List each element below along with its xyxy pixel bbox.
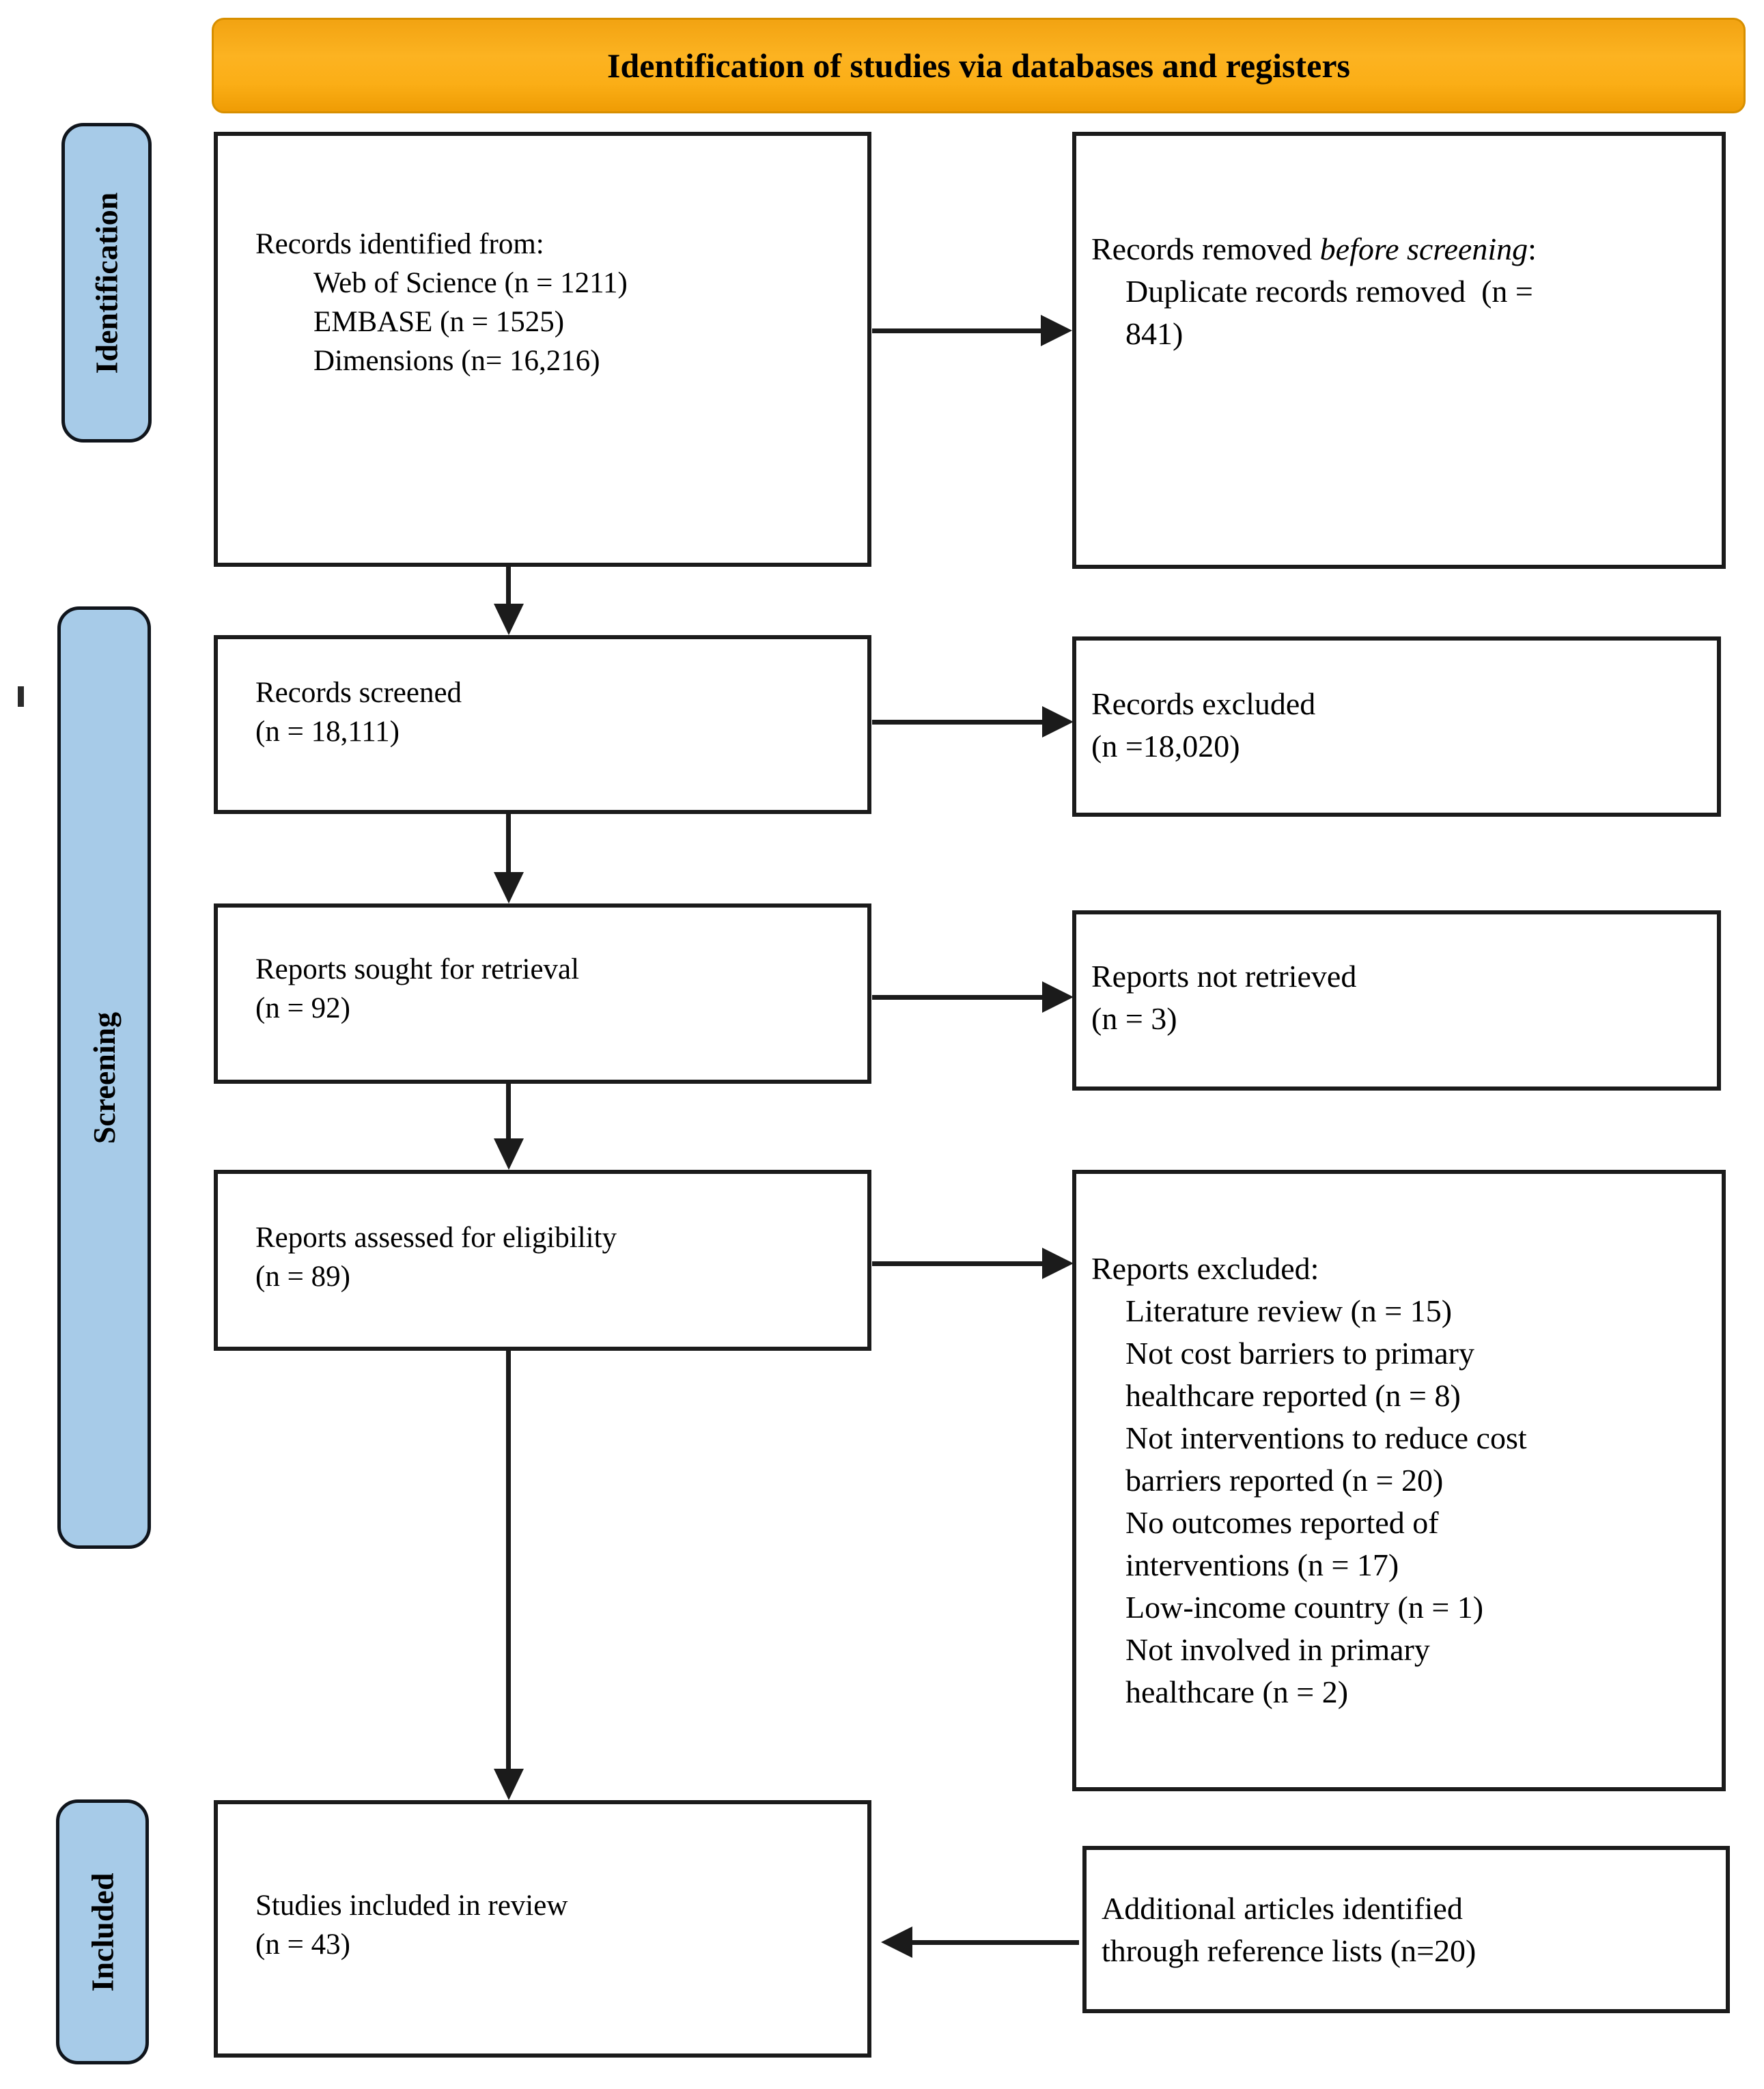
box-text-line: Reports excluded: bbox=[1091, 1251, 1319, 1286]
box-text-line: Not involved in primary bbox=[1125, 1632, 1430, 1667]
arrow-assessed-to-excluded-head bbox=[1042, 1248, 1074, 1279]
box-text-line: (n = 43) bbox=[255, 1929, 350, 1961]
box-reports-excluded-reasons: Reports excluded: Literature review (n =… bbox=[1072, 1170, 1726, 1791]
box-text-line: Studies included in review bbox=[255, 1890, 568, 1922]
arrow-sought-to-notretrieved-line bbox=[872, 995, 1046, 1000]
box-text-line: through reference lists (n=20) bbox=[1102, 1933, 1476, 1968]
box-text-line: (n = 3) bbox=[1091, 1001, 1177, 1036]
arrow-identified-to-screened-head bbox=[494, 604, 524, 635]
box-text-line: Duplicate records removed (n = bbox=[1125, 274, 1533, 309]
stage-label-included: Included bbox=[56, 1799, 149, 2064]
records-removed-italic: before screening bbox=[1319, 232, 1528, 266]
box-text-line: No outcomes reported of bbox=[1125, 1505, 1439, 1540]
records-removed-prefix: Records removed bbox=[1091, 232, 1320, 266]
box-text-line: Records screened bbox=[255, 677, 462, 709]
box-text-line: Records excluded bbox=[1091, 686, 1316, 721]
arrow-additional-to-included-line bbox=[910, 1940, 1079, 1945]
box-text-line: Low-income country (n = 1) bbox=[1125, 1590, 1484, 1625]
box-records-excluded: Records excluded (n =18,020) bbox=[1072, 636, 1721, 817]
box-text-line: Not interventions to reduce cost bbox=[1125, 1420, 1527, 1455]
stage-label-screening: Screening bbox=[57, 606, 151, 1549]
box-text-line: (n = 18,111) bbox=[255, 716, 400, 748]
box-reports-sought: Reports sought for retrieval (n = 92) bbox=[214, 903, 871, 1084]
box-text-line: (n =18,020) bbox=[1091, 729, 1240, 763]
box-text-line: Literature review (n = 15) bbox=[1125, 1293, 1453, 1328]
records-removed-suffix: : bbox=[1528, 232, 1537, 266]
arrow-assessed-to-excluded-line bbox=[872, 1261, 1046, 1266]
box-text-line: Records identified from: bbox=[255, 228, 544, 260]
arrow-screened-to-excluded-head bbox=[1042, 706, 1074, 738]
stage-label-identification: Identification bbox=[61, 123, 152, 443]
box-text-line: Reports sought for retrieval bbox=[255, 953, 580, 985]
arrow-additional-to-included-head bbox=[881, 1926, 912, 1958]
box-text-line: 841) bbox=[1125, 316, 1184, 351]
box-text-line: Not cost barriers to primary bbox=[1125, 1336, 1474, 1371]
box-text-line: Records removed before screening: bbox=[1091, 228, 1705, 270]
arrow-screened-to-sought-head bbox=[494, 872, 524, 903]
box-text-line: healthcare (n = 2) bbox=[1125, 1674, 1349, 1709]
banner: Identification of studies via databases … bbox=[212, 18, 1746, 113]
box-records-screened: Records screened (n = 18,111) bbox=[214, 635, 871, 814]
box-reports-assessed: Reports assessed for eligibility (n = 89… bbox=[214, 1170, 871, 1351]
box-records-removed: Records removed before screening: Duplic… bbox=[1072, 132, 1726, 569]
arrow-sought-to-assessed-line bbox=[506, 1084, 511, 1142]
box-text-line: Reports not retrieved bbox=[1091, 959, 1357, 994]
arrow-identified-to-removed-line bbox=[872, 328, 1045, 333]
arrow-identified-to-removed-head bbox=[1041, 315, 1072, 346]
box-studies-included: Studies included in review (n = 43) bbox=[214, 1800, 871, 2058]
box-text-line: barriers reported (n = 20) bbox=[1125, 1463, 1444, 1498]
box-text-line: (n = 92) bbox=[255, 992, 350, 1024]
box-additional-articles: Additional articles identified through r… bbox=[1082, 1846, 1730, 2013]
box-records-identified: Records identified from: Web of Science … bbox=[214, 132, 871, 567]
arrow-identified-to-screened-line bbox=[506, 567, 511, 608]
stage-label-screening-text: Screening bbox=[87, 1011, 122, 1144]
arrow-assessed-to-included-head bbox=[494, 1769, 524, 1800]
box-reports-not-retrieved: Reports not retrieved (n = 3) bbox=[1072, 910, 1721, 1091]
arrow-sought-to-notretrieved-head bbox=[1042, 981, 1074, 1013]
box-text-line: EMBASE (n = 1525) bbox=[313, 306, 565, 338]
box-text-line: (n = 89) bbox=[255, 1261, 350, 1293]
arrow-screened-to-excluded-line bbox=[872, 720, 1046, 725]
banner-title: Identification of studies via databases … bbox=[606, 46, 1350, 85]
box-text-line: interventions (n = 17) bbox=[1125, 1547, 1399, 1582]
stage-label-included-text: Included bbox=[85, 1873, 120, 1991]
box-text-line: Additional articles identified bbox=[1102, 1891, 1463, 1926]
box-text-line: Dimensions (n= 16,216) bbox=[313, 345, 600, 377]
stage-label-identification-text: Identification bbox=[89, 192, 124, 374]
arrow-screened-to-sought-line bbox=[506, 814, 511, 876]
arrow-sought-to-assessed-head bbox=[494, 1138, 524, 1170]
box-text-line: Web of Science (n = 1211) bbox=[313, 267, 628, 299]
stray-dash-mark bbox=[18, 686, 24, 707]
box-text-line: Reports assessed for eligibility bbox=[255, 1222, 617, 1254]
arrow-assessed-to-included-line bbox=[506, 1351, 511, 1771]
box-text-line: healthcare reported (n = 8) bbox=[1125, 1378, 1461, 1413]
